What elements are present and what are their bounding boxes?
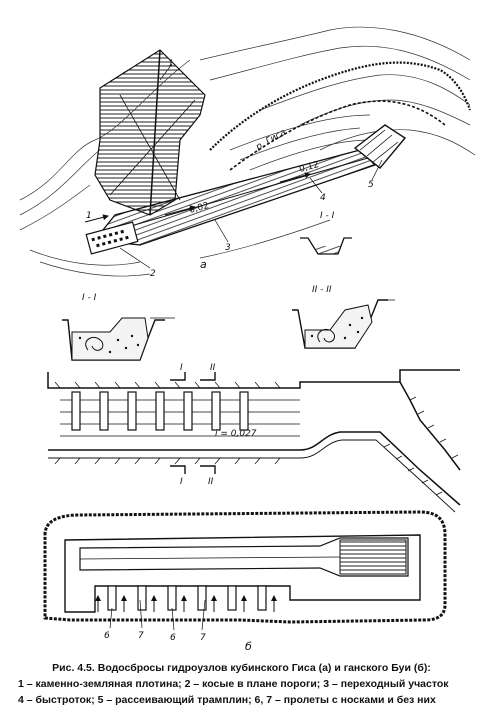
legend-line-2: 4 – быстроток; 5 – рассеивающий трамплин…: [18, 694, 436, 706]
flow-arrow-lower: [164, 205, 196, 216]
section-left: I - I: [62, 293, 175, 361]
leader-1: [159, 63, 173, 81]
section-left-label: I - I: [82, 293, 97, 303]
label-7a: 7: [138, 631, 144, 641]
label-6a: 6: [104, 631, 110, 641]
figure-caption: Рис. 4.5. Водосбросы гидроузлов кубинско…: [0, 660, 483, 708]
wall-ticks-right: [383, 396, 459, 496]
section-left-fill: [71, 317, 149, 361]
section-right-fill: [304, 304, 373, 349]
section-left-dots: [78, 334, 140, 354]
cut-I-top-label: I: [180, 363, 183, 373]
leader-4: [309, 177, 323, 194]
middle-plan: [47, 369, 461, 513]
leader-5: [371, 159, 383, 181]
flow-arrow-upper: [279, 172, 311, 183]
leader-7b: [201, 599, 206, 631]
middle-wall-bottom-outer: [48, 439, 456, 513]
num-3: 3: [225, 243, 231, 253]
caption-title: Рис. 4.5. Водосбросы гидроузлов кубинско…: [52, 662, 431, 674]
small-section-fill: [312, 246, 341, 254]
section-right-swirl: [317, 329, 336, 343]
middle-wall-top-right: [399, 381, 461, 471]
cut-I-bottom-marker: [170, 465, 186, 474]
plan-a: 1 2 3 4 5 1 р. Гиса 0,12 0,02 а I - I: [19, 26, 476, 279]
middle-wall-bottom: [48, 431, 461, 506]
plan-b-channel: [79, 537, 409, 577]
middle-slope-label: i = 0,027: [215, 429, 257, 439]
flow-arrow-entry: [84, 214, 109, 223]
wall-ticks-bottom: [54, 457, 281, 465]
section-right-label: II - II: [312, 285, 332, 295]
plan-b-flow-arrows: [95, 595, 277, 612]
leader-3: [214, 219, 229, 243]
river-label: р. Гиса: [254, 128, 288, 154]
legend-line-1: 1 – каменно-земляная плотина; 2 – косые …: [18, 678, 449, 690]
num-5: 5: [368, 180, 374, 190]
piers: [71, 391, 249, 431]
cut-I-bottom-label: I: [180, 477, 183, 487]
sill-marks: [91, 229, 129, 248]
riverbank-ridge-2: [229, 100, 446, 171]
section-left-swirl: [85, 337, 104, 351]
num-4: 4: [320, 193, 326, 203]
chute-centerline: [109, 157, 369, 233]
dam-axis-2: [109, 99, 196, 196]
deflector-bucket: [353, 124, 407, 169]
plan-b-inner-wall: [64, 534, 421, 613]
panel-label-a: а: [200, 258, 207, 271]
dam-axis: [119, 94, 181, 201]
section-right-dots: [310, 316, 364, 340]
plan-b-outer-bank: [43, 510, 447, 624]
plan-b-channel-axis: [79, 556, 341, 560]
plan-b-deflector: [339, 539, 407, 575]
cut-II-top-label: II: [210, 363, 216, 373]
contour-lines: [19, 26, 476, 277]
leader-7a: [139, 599, 143, 629]
flow-num: 1: [86, 211, 92, 221]
dam-crest: [149, 49, 161, 216]
section-right: II - II: [292, 285, 395, 349]
num-2: 2: [150, 269, 156, 279]
leader-6b: [171, 607, 175, 631]
plan-b-spans: [107, 585, 267, 611]
deflector-hatch: [359, 129, 399, 163]
num-1: 1: [168, 59, 174, 69]
leader-2: [119, 247, 151, 269]
small-section-label: I - I: [320, 211, 335, 221]
plan-b: [43, 510, 447, 631]
middle-wall-top: [47, 369, 460, 389]
cut-II-top-marker: [200, 372, 216, 381]
label-6b: 6: [170, 633, 176, 643]
cut-II-bottom-label: II: [208, 477, 214, 487]
wall-ticks-top: [54, 381, 281, 389]
panel-label-b: б: [245, 640, 252, 653]
leader-6a: [109, 607, 113, 629]
label-7b: 7: [200, 633, 206, 643]
cut-I-top-marker: [170, 372, 186, 381]
riverbank-ridge: [209, 61, 472, 151]
cut-II-bottom-marker: [200, 465, 216, 474]
dam-body: [94, 49, 206, 216]
